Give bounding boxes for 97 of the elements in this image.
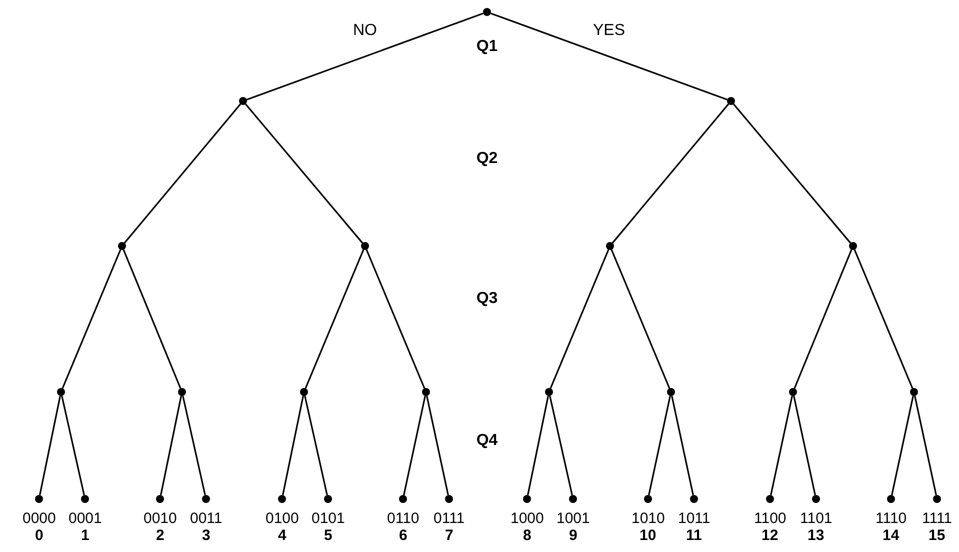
tree-branch-line: [648, 396, 671, 496]
tree-branch-line: [182, 396, 206, 496]
tree-node-dot: [422, 388, 430, 396]
leaf-number: 10: [640, 527, 656, 544]
tree-branch-line: [246, 12, 484, 100]
tree-node-dot: [300, 388, 308, 396]
tree-node-dot: [178, 388, 186, 396]
tree-branch-line: [610, 249, 670, 389]
tree-node-dot: [483, 8, 491, 16]
leaf-number: 13: [808, 527, 824, 544]
binary-code: 0001: [68, 510, 102, 527]
tree-branch-line: [304, 249, 364, 389]
tree-branch-line: [891, 396, 914, 496]
leaf-number: 11: [686, 527, 702, 544]
leaf-number: 12: [762, 527, 778, 544]
tree-branch-line: [549, 396, 573, 496]
tree-branch-line: [244, 104, 364, 244]
binary-code: 0101: [312, 510, 345, 527]
binary-code: 1010: [632, 510, 665, 527]
tree-branch-line: [39, 396, 61, 496]
tree-node-dot: [933, 495, 941, 503]
tree-node-dot: [727, 97, 735, 105]
level-label: Q1: [476, 38, 498, 56]
tree-branch-line: [304, 396, 328, 496]
tree-branch-line: [61, 396, 85, 496]
leaf-number: 5: [324, 527, 332, 544]
tree-branch-line: [770, 396, 793, 496]
tree-node-dot: [202, 495, 210, 503]
tree-node-dot: [887, 495, 895, 503]
binary-code: 1001: [556, 510, 590, 527]
tree-branch-line: [124, 104, 242, 244]
tree-branch-line: [366, 249, 426, 389]
tree-node-dot: [569, 495, 577, 503]
tree-branch-line: [160, 396, 182, 496]
binary-code: 0011: [190, 510, 222, 527]
leaf-number: 14: [882, 527, 900, 544]
tree-node-dot: [849, 242, 857, 250]
leaf-number: 7: [445, 527, 454, 544]
leaf-number: 8: [523, 527, 532, 544]
leaf-number: 6: [399, 527, 408, 544]
tree-node-dot: [766, 495, 774, 503]
binary-code: 1101: [800, 510, 832, 527]
tree-branch-line: [403, 396, 426, 496]
binary-code: 0010: [144, 510, 177, 527]
binary-code: 0000: [22, 510, 56, 527]
leaf-number: 2: [156, 527, 164, 544]
leaf-number: 1: [81, 527, 90, 544]
tree-node-dot: [118, 242, 126, 250]
tree-node-dot: [278, 495, 286, 503]
leaf-number: 0: [35, 527, 44, 544]
tree-branch-line: [854, 249, 914, 389]
tree-branch-line: [550, 249, 610, 389]
tree-branch-line: [914, 396, 937, 496]
tree-branch-line: [527, 396, 549, 496]
tree-branch-line: [671, 396, 694, 496]
tree-branch-line: [794, 249, 852, 389]
tree-node-dot: [399, 495, 407, 503]
binary-code: 1100: [754, 510, 786, 527]
binary-code: 0111: [434, 510, 465, 527]
tree-node-dot: [361, 242, 369, 250]
tree-node-dot: [667, 388, 675, 396]
binary-code: 1000: [510, 510, 544, 527]
tree-node-dot: [545, 388, 553, 396]
binary-code: 1110: [876, 510, 907, 527]
tree-node-dot: [812, 495, 820, 503]
binary-code: 0110: [387, 510, 420, 527]
leaf-number: 15: [928, 527, 946, 544]
tree-node-dot: [81, 495, 89, 503]
tree-node-dot: [606, 242, 614, 250]
binary-code: 0100: [266, 510, 299, 527]
tree-node-dot: [239, 97, 247, 105]
tree-node-dot: [523, 495, 531, 503]
tree-node-dot: [910, 388, 918, 396]
tree-node-dot: [644, 495, 652, 503]
level-label: Q2: [476, 150, 498, 168]
tree-node-dot: [57, 388, 65, 396]
tree-branch-line: [490, 12, 728, 100]
tree-node-dot: [690, 495, 698, 503]
tree-branch-line: [62, 249, 122, 389]
tree-branch-line: [793, 396, 816, 496]
leaf-number: 4: [278, 527, 286, 544]
tree-branch-line: [426, 396, 449, 496]
level-label: Q3: [476, 290, 498, 308]
tree-node-dot: [156, 495, 164, 503]
binary-code: 1111: [922, 510, 952, 527]
tree-node-dot: [789, 388, 797, 396]
tree-node-dot: [324, 495, 332, 503]
binary-code: 1011: [678, 510, 710, 527]
level-label: Q4: [476, 432, 498, 450]
tree-node-dot: [35, 495, 43, 503]
tree-branch-line: [612, 104, 730, 244]
tree-branch-line: [282, 396, 304, 496]
tree-branch-line: [732, 104, 852, 244]
leaf-number: 3: [202, 527, 210, 544]
tree-branch-line: [122, 249, 182, 389]
leaf-number: 9: [569, 527, 578, 544]
tree-node-dot: [445, 495, 453, 503]
